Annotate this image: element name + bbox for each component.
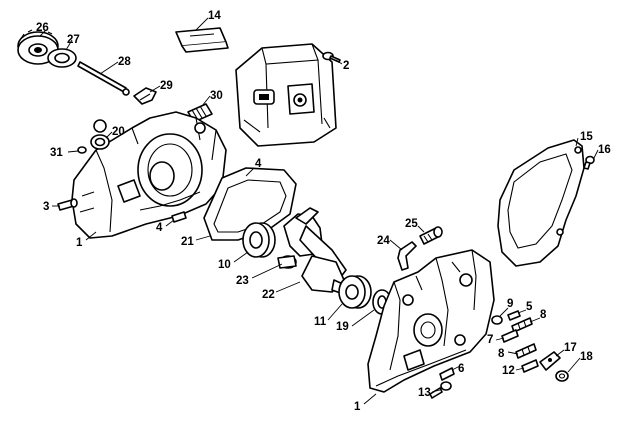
callout-11: 11 (314, 316, 327, 328)
callout-8-lower: 8 (498, 348, 505, 360)
callout-24: 24 (377, 235, 390, 247)
callout-20: 20 (112, 126, 125, 138)
callout-31: 31 (50, 147, 63, 159)
callout-9: 9 (507, 298, 513, 310)
callout-13: 13 (418, 387, 431, 399)
part-screw-cover (583, 155, 595, 170)
callout-26: 26 (36, 22, 49, 34)
callout-4-upper: 4 (255, 158, 262, 170)
part-stud-lower (515, 343, 537, 359)
callout-labels: 26 27 28 29 30 14 2 20 31 3 4 4 1 21 10 … (36, 10, 611, 413)
callout-16: 16 (598, 144, 611, 156)
part-stud-upper (511, 317, 533, 333)
callout-5: 5 (526, 301, 533, 313)
part-seal-ring (90, 134, 110, 150)
part-screw-left (57, 198, 78, 211)
callout-10: 10 (218, 259, 231, 271)
callout-19: 19 (336, 321, 349, 333)
part-washer (47, 48, 77, 68)
callout-1-right: 1 (354, 401, 361, 413)
callout-1-left: 1 (76, 237, 83, 249)
part-pin-6 (439, 367, 455, 381)
part-bracket (397, 241, 417, 271)
part-bearing-left (242, 222, 276, 258)
callout-22: 22 (262, 289, 275, 301)
callout-2: 2 (343, 60, 349, 72)
leader-lines (39, 17, 599, 405)
part-side-cover (497, 139, 585, 267)
part-screw-12 (521, 359, 539, 373)
part-sleeve (501, 329, 519, 343)
part-screw-small (77, 146, 87, 154)
part-bearing-right (338, 275, 372, 309)
callout-14: 14 (208, 10, 221, 22)
callout-25: 25 (405, 218, 418, 230)
part-nut (555, 370, 569, 382)
part-screw-13 (429, 381, 452, 399)
part-crankcase-left (71, 111, 227, 239)
callout-23: 23 (236, 275, 249, 287)
part-muffler-cover (235, 43, 337, 147)
callout-29: 29 (160, 80, 173, 92)
part-pin-5 (507, 310, 521, 321)
callout-7: 7 (487, 334, 493, 346)
callout-30: 30 (210, 90, 223, 102)
part-gasket (203, 167, 297, 241)
callout-12: 12 (502, 365, 515, 377)
callout-8-upper: 8 (540, 309, 547, 321)
callout-15: 15 (580, 131, 593, 143)
part-crankcase-right (367, 249, 495, 393)
callout-3: 3 (43, 201, 49, 213)
callout-4-lower: 4 (156, 222, 163, 234)
callout-27: 27 (67, 34, 80, 46)
part-plate (175, 27, 229, 53)
callout-6: 6 (458, 363, 464, 375)
callout-18: 18 (580, 351, 593, 363)
part-bolt (419, 226, 443, 245)
callout-17: 17 (564, 342, 577, 354)
callout-21: 21 (181, 236, 194, 248)
callout-28: 28 (118, 56, 131, 68)
part-pin-9 (491, 315, 503, 325)
part-rod (77, 61, 130, 96)
part-plate-washer (539, 351, 561, 371)
